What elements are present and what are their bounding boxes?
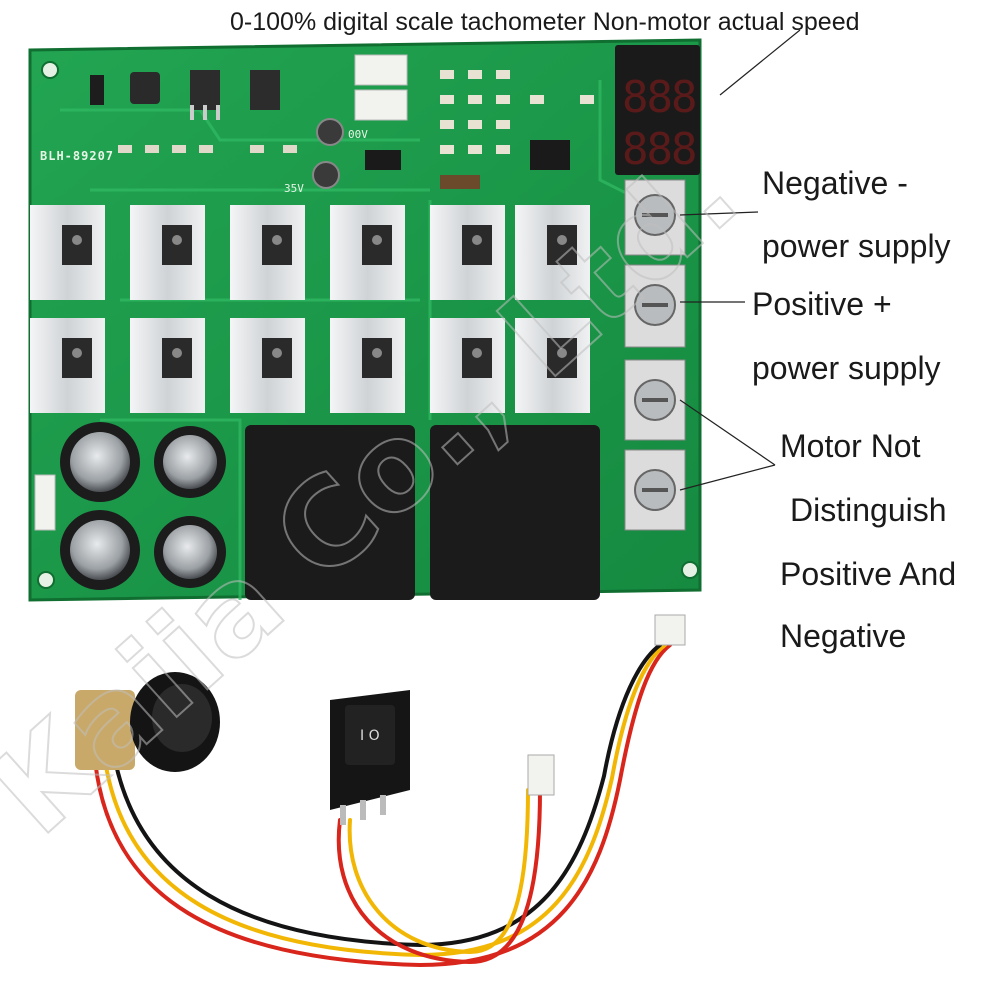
smd-components <box>90 54 594 189</box>
motor-label-line4: Negative <box>780 618 907 654</box>
svg-text:I O: I O <box>360 728 380 744</box>
heatsink <box>330 318 405 413</box>
heatsink <box>515 205 590 300</box>
wiring-harness <box>93 643 672 968</box>
heatsink <box>430 205 505 300</box>
heatsink <box>430 318 505 413</box>
display-digits-bottom: 888 <box>622 124 695 175</box>
heatsink <box>515 318 590 413</box>
terminal-motor-2 <box>624 449 686 531</box>
negative-supply-label-line2: power supply <box>762 228 951 264</box>
negative-supply-label-line1: Negative - <box>762 165 908 201</box>
board-model-marking: BLH-89207 <box>40 149 114 163</box>
positive-supply-label-line1: Positive + <box>752 286 892 322</box>
cap-marking-00v: 00V <box>348 128 368 141</box>
digital-tachometer-display: 888 888 <box>615 45 700 175</box>
screw-terminals <box>624 179 686 531</box>
heatsink <box>30 205 105 300</box>
potentiometer-knob <box>75 672 220 772</box>
positive-supply-label-line2: power supply <box>752 350 941 386</box>
heatsink <box>130 318 205 413</box>
terminal-motor-1 <box>624 359 686 441</box>
cap-marking-35v: 35V <box>284 182 304 195</box>
heatsink <box>230 205 305 300</box>
relays <box>245 425 600 600</box>
heatsink <box>30 318 105 413</box>
heatsink <box>330 205 405 300</box>
electrolytic-capacitors <box>34 422 226 590</box>
mosfet-heatsinks <box>30 205 590 413</box>
terminal-positive-power <box>624 264 686 348</box>
terminal-negative-power <box>624 179 686 256</box>
rocker-switch: I O <box>330 690 410 825</box>
heatsink <box>230 318 305 413</box>
jst-connectors <box>527 614 686 796</box>
motor-label-line3: Positive And <box>780 556 957 592</box>
display-digits-top: 888 <box>622 72 695 123</box>
tachometer-label: 0-100% digital scale tachometer Non-moto… <box>230 8 860 36</box>
motor-label-line2: Distinguish <box>790 492 947 528</box>
callout-lines <box>679 29 801 491</box>
motor-label-line1: Motor Not <box>780 428 921 464</box>
heatsink <box>130 205 205 300</box>
